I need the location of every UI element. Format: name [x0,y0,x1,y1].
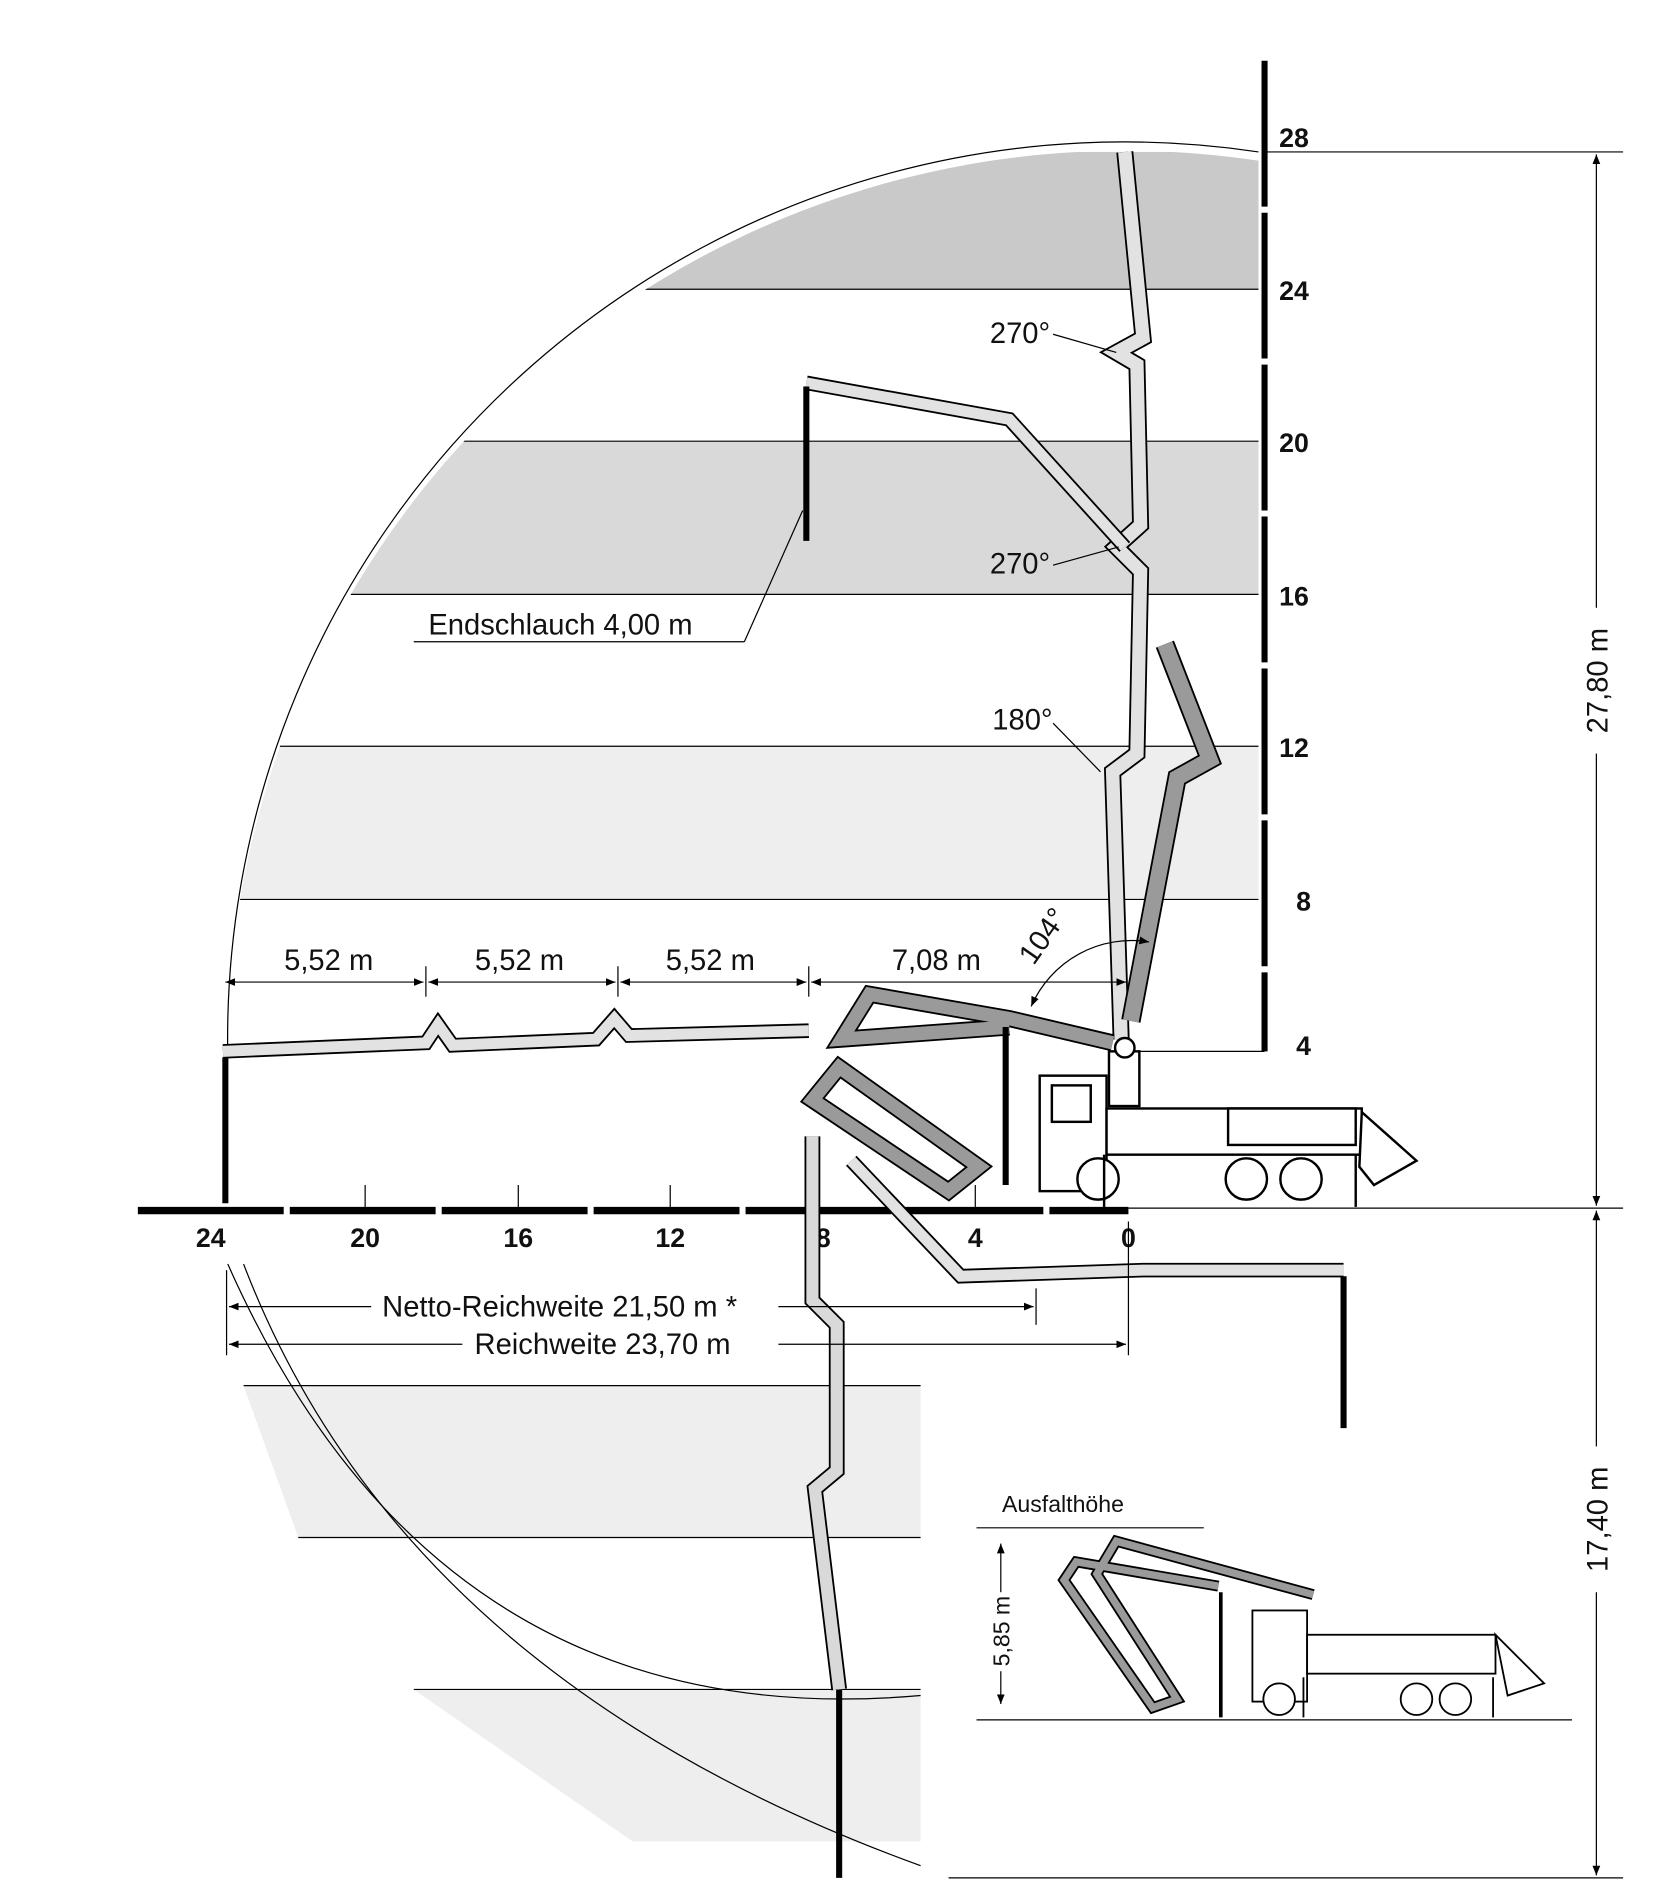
unfold-height-inset: Ausfalthöhe 5,85 m [976,1491,1573,1721]
net-reach-label: Netto-Reichweite 21,50 m * [382,1291,737,1323]
booms [222,151,1344,1691]
reach-envelope-arc [227,141,1259,1058]
h-tick-16: 16 [503,1223,533,1253]
angle-180: 180° [992,704,1052,736]
depth-arc-outer [243,1263,921,1867]
segment-dim-1: 5,52 m [284,945,373,977]
h-tick-24: 24 [196,1223,226,1253]
v-tick-8: 8 [1296,886,1311,916]
segment-dim-3: 5,52 m [666,945,755,977]
end-hoses [222,386,1347,1878]
v-tick-20: 20 [1279,428,1309,458]
h-tick-4: 4 [968,1223,983,1253]
boom-folded-loop [802,1058,991,1200]
height-above-label: 27,80 m [1582,628,1614,733]
v-tick-28: 28 [1279,123,1309,153]
boom-down [806,1136,846,1691]
boom-horizontal [222,1010,809,1057]
inset-title: Ausfalthöhe [1002,1491,1124,1517]
angle-270-middle: 270° [990,549,1050,581]
boom-folded-dark [1123,641,1220,1023]
angle-270-top: 270° [990,318,1050,350]
boom-endhose-position [805,377,1129,551]
end-hose-label: Endschlauch 4,00 m [428,609,692,641]
v-tick-16: 16 [1279,581,1309,611]
v-tick-4: 4 [1296,1031,1311,1061]
truck [1038,1036,1419,1207]
v-tick-12: 12 [1279,733,1309,763]
boom-folded-near-truck [828,986,1115,1050]
h-tick-12: 12 [655,1223,685,1253]
depth-arc-inner [227,1263,921,1700]
depth-bands [243,1384,921,1842]
inset-height-label: 5,85 m [988,1596,1014,1667]
v-tick-24: 24 [1279,276,1309,306]
segment-dim-4: 7,08 m [892,945,981,977]
band-24-28 [227,151,1259,290]
reach-label: Reichweite 23,70 m [475,1329,731,1361]
h-tick-20: 20 [350,1223,380,1253]
angle-104: 104° [1013,903,1074,971]
boom-vertical [1102,151,1151,1040]
band-8-12 [227,746,1259,900]
boom-lower-right [847,1156,1344,1282]
segment-dim-2: 5,52 m [475,945,564,977]
depth-below-label: 17,40 m [1582,1467,1614,1572]
